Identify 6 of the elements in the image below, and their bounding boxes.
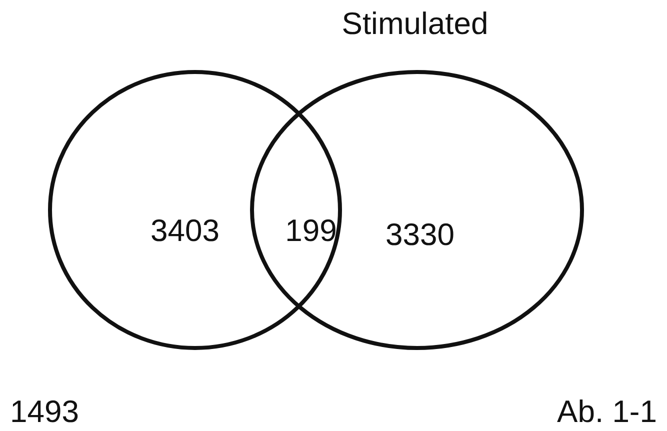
count-label: 3403 (150, 213, 220, 249)
diagram-title: Stimulated (342, 6, 488, 42)
count-label: 3330 (386, 217, 454, 253)
count-label: 199 (285, 213, 337, 249)
set-name: 1493 (10, 394, 79, 430)
set-name: Ab. 1-1 (557, 394, 657, 430)
